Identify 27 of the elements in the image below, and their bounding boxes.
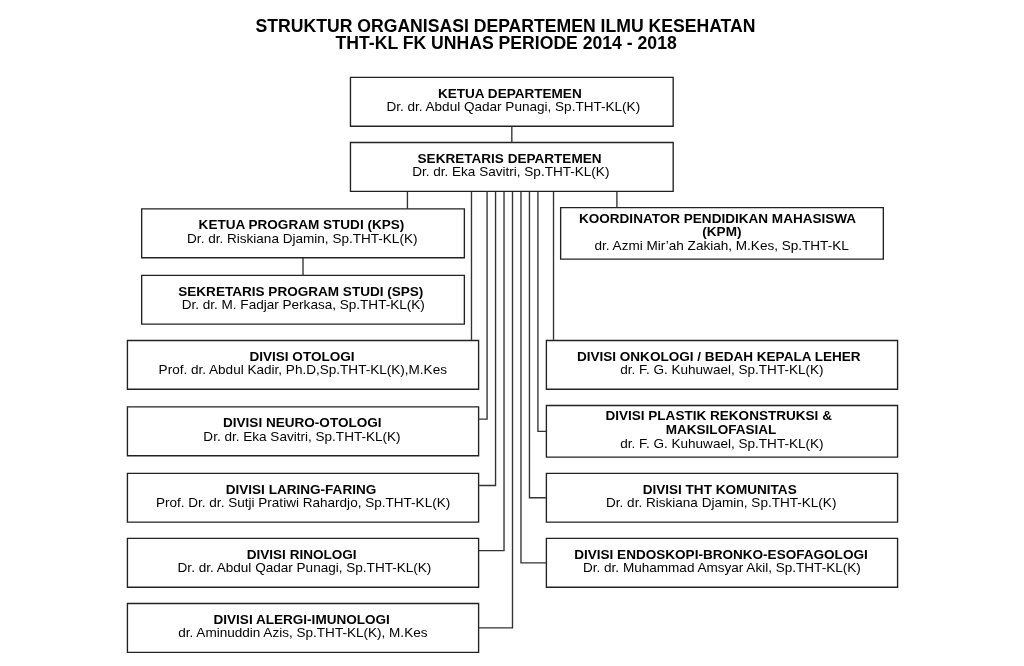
node-box: DIVISI OTOLOGI Prof. dr. Abdul Kadir, Ph.D,Sp.THT-KL(K),M.Kes	[126, 339, 479, 390]
diagram-title: STRUKTUR ORGANISASI DEPARTEMEN ILMU KESEHATAN THT-KL FK UNHAS PERIODE 2014 - 2018	[255, 15, 755, 54]
node-box: SEKRETARIS PROGRAM STUDI (SPS) Dr. dr. M. Fadjar Perkasa, Sp.THT-KL(K)	[140, 274, 465, 325]
connector	[470, 190, 472, 341]
connector	[552, 190, 554, 341]
node-box: KOORDINATOR PENDIDIKAN MAHASISWA (KPM) dr. Azmi Mir’ah Zakiah, M.Kes, Sp.THT-KL	[559, 206, 884, 260]
node-box: DIVISI PLASTIK REKONSTRUKSI & MAKSILOFASIAL dr. F. G. Kuhuwael, Sp.THT-KL(K)	[545, 404, 898, 458]
connector	[519, 191, 547, 564]
connector	[477, 190, 505, 552]
node-box: DIVISI LARING-FARING Prof. Dr. dr. Sutji Pratiwi Rahardjo, Sp.THT-KL(K)	[126, 472, 479, 523]
connector	[477, 190, 488, 420]
node-box: DIVISI ENDOSKOPI-BRONKO-ESOFAGOLOGI Dr. dr. Muhammad Amsyar Akil, Sp.THT-KL(K)	[545, 537, 898, 588]
connector	[536, 191, 547, 432]
connector	[510, 125, 512, 143]
connector	[301, 257, 304, 276]
node-box: KETUA DEPARTEMEN Dr. dr. Abdul Qadar Punagi, Sp.THT-KL(K)	[349, 76, 674, 127]
node-box: DIVISI THT KOMUNITAS Dr. dr. Riskiana Djamin, Sp.THT-KL(K)	[545, 472, 898, 523]
node-box: DIVISI NEURO-OTOLOGI Dr. dr. Eka Savitri, Sp.THT-KL(K)	[126, 406, 479, 457]
node-box: DIVISI ONKOLOGI / BEDAH KEPALA LEHER dr. F. G. Kuhuwael, Sp.THT-KL(K)	[545, 339, 898, 390]
node-box: DIVISI ALERGI-IMUNOLOGI dr. Aminuddin Azis, Sp.THT-KL(K), M.Kes	[126, 602, 479, 653]
connector	[477, 190, 496, 487]
node-box: KETUA PROGRAM STUDI (KPS) Dr. dr. Riskiana Djamin, Sp.THT-KL(K)	[140, 208, 465, 259]
node-box: DIVISI RINOLOGI Dr. dr. Abdul Qadar Punagi, Sp.THT-KL(K)	[126, 537, 479, 588]
node-box: SEKRETARIS DEPARTEMEN Dr. dr. Eka Savitri, Sp.THT-KL(K)	[349, 141, 674, 192]
connector	[477, 191, 513, 629]
connector	[528, 191, 547, 499]
connector	[615, 190, 618, 209]
